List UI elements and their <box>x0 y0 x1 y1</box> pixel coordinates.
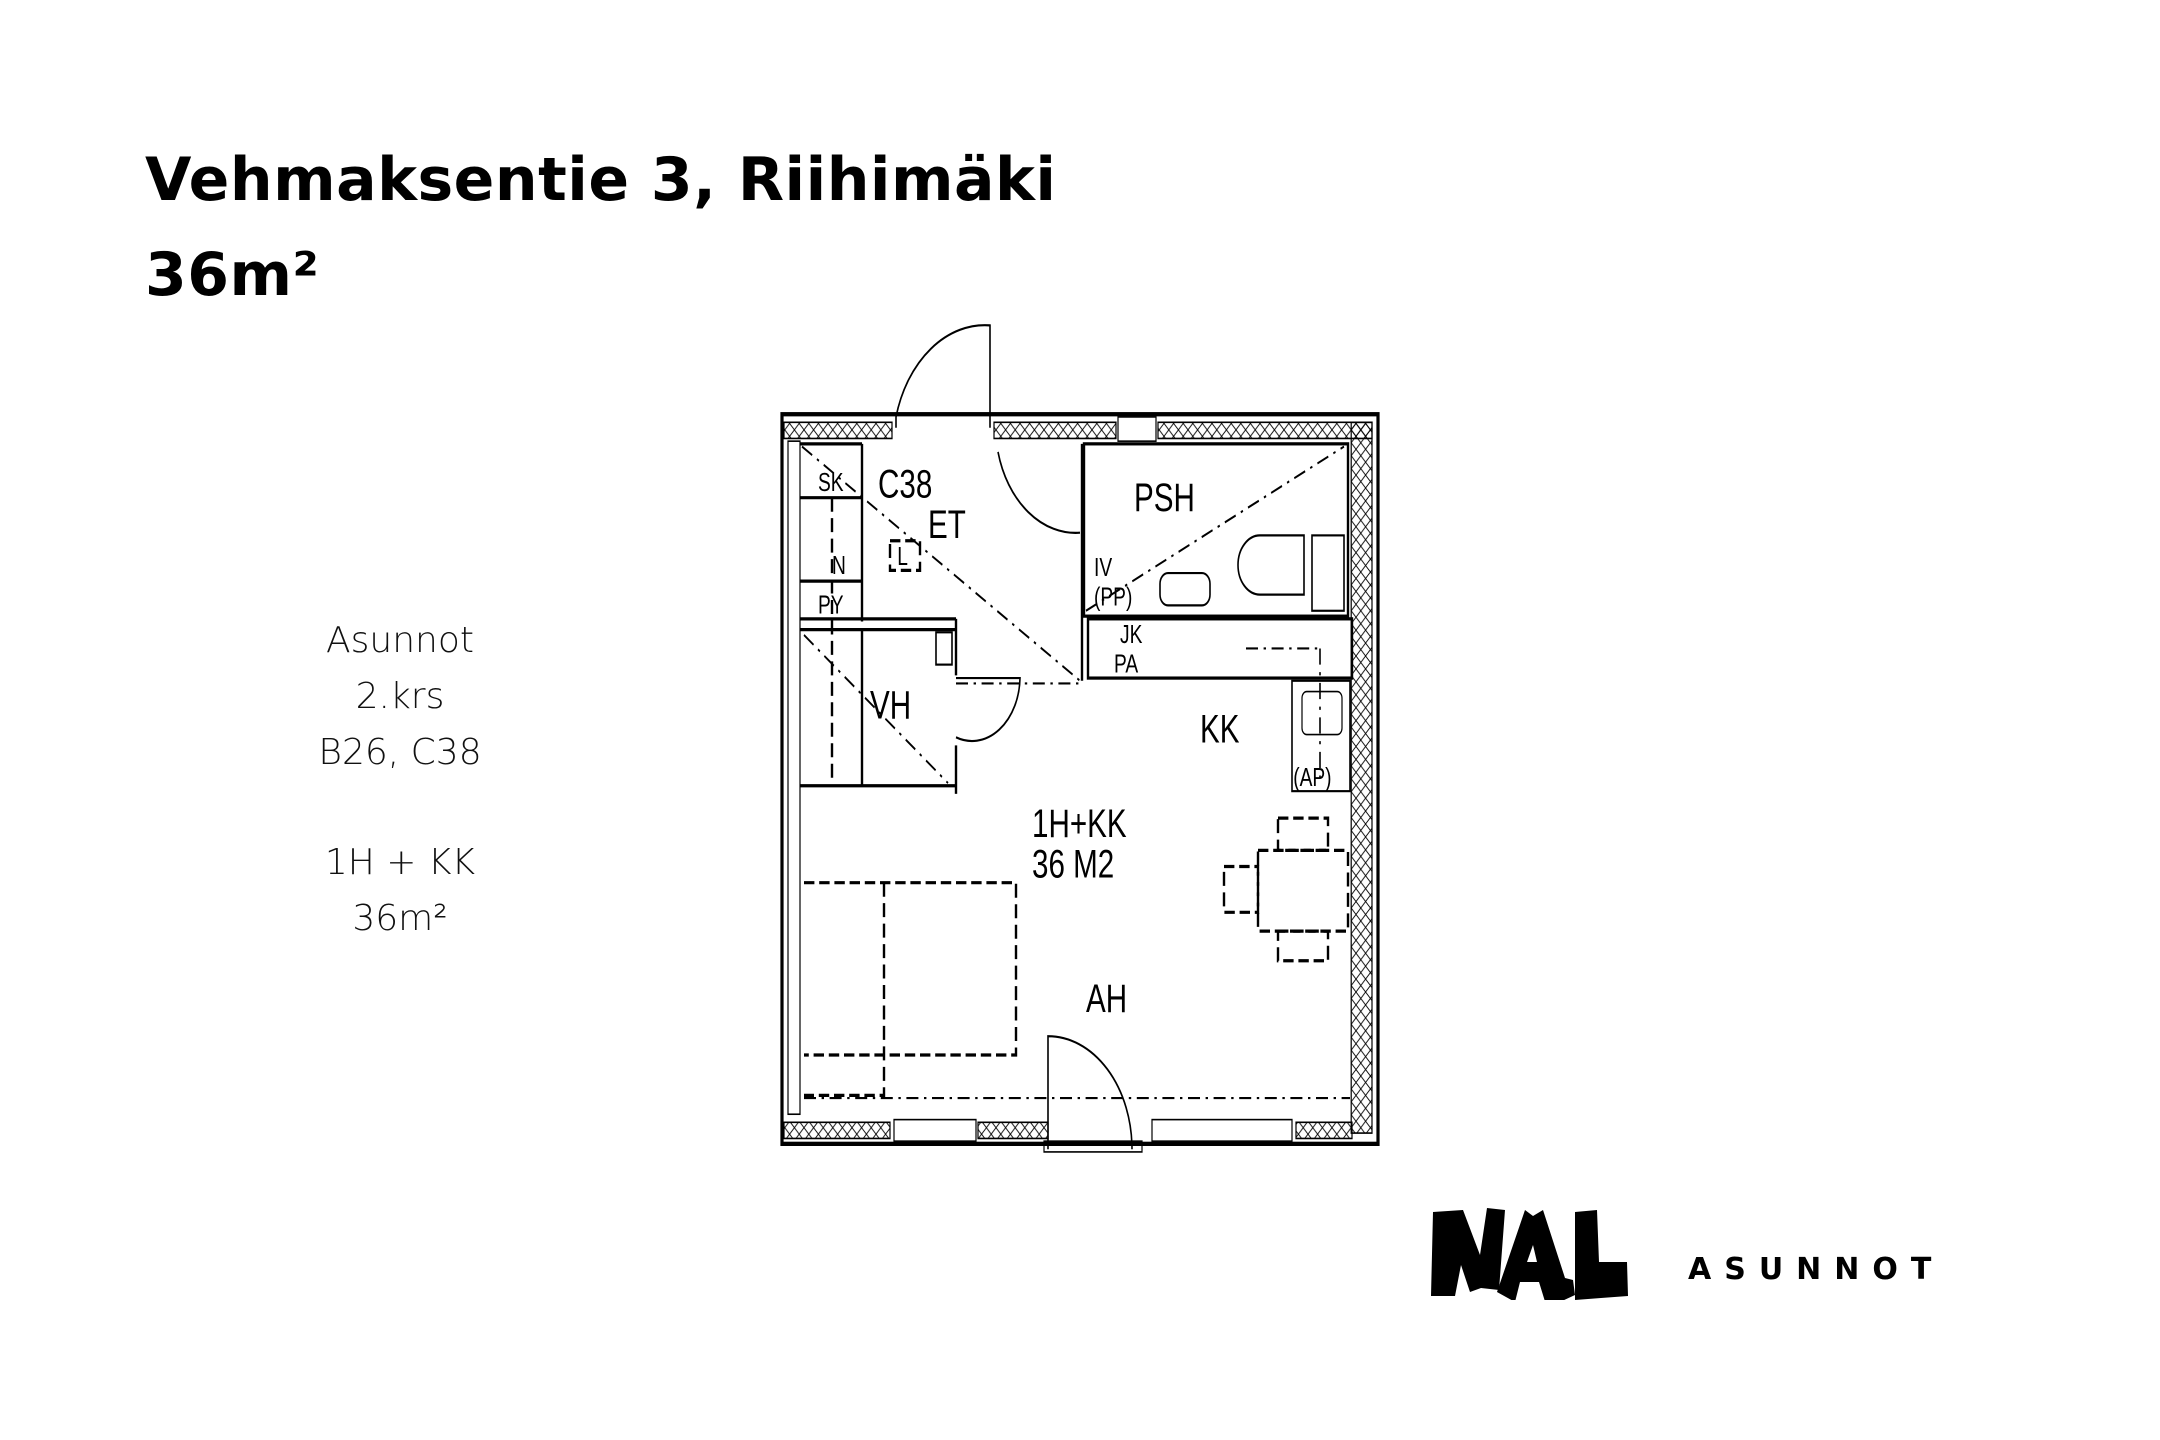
room-et: ET <box>928 503 966 547</box>
unit-label: C38 <box>878 462 932 506</box>
room-psh: PSH <box>1134 476 1195 520</box>
units-label: B26, C38 <box>318 732 482 773</box>
nal-logo <box>1431 1208 1628 1300</box>
fixture-sk: SK <box>818 467 844 497</box>
walls <box>780 324 1380 1153</box>
type-label: Asunnot <box>326 620 474 661</box>
plan-area: 36 M2 <box>1032 842 1114 886</box>
apartment-size-info: 1H + KK 36m² <box>250 835 550 947</box>
fixture-pp: (PP) <box>1094 582 1132 612</box>
area-title: 36m² <box>145 240 320 310</box>
fixture-pa: PA <box>1114 649 1139 679</box>
size-label: 36m² <box>352 898 448 939</box>
fixture-iv: IV <box>1094 552 1113 582</box>
floor-label: 2.krs <box>355 676 445 717</box>
apartment-info: Asunnot 2.krs B26, C38 <box>250 613 550 781</box>
address-title: Vehmaksentie 3, Riihimäki <box>145 145 1057 215</box>
floor-plan: C38 ET PSH VH KK AH SK N PY L IV (PP) JK… <box>780 324 1380 1153</box>
dash-dot-lines <box>801 445 1350 1100</box>
fixture-n: N <box>832 550 846 580</box>
fixture-jk: JK <box>1120 619 1142 649</box>
room-ah: AH <box>1086 977 1127 1021</box>
fixture-l: L <box>897 541 908 571</box>
fixture-py: PY <box>818 590 844 620</box>
furniture <box>804 497 1350 1097</box>
logo-subtitle: ASUNNOT <box>1688 1252 1945 1287</box>
room-vh: VH <box>870 683 911 727</box>
room-kk: KK <box>1200 707 1239 751</box>
plan-type: 1H+KK <box>1032 802 1127 846</box>
fixture-ap: (AP) <box>1293 762 1331 792</box>
layout-label: 1H + KK <box>324 842 476 883</box>
